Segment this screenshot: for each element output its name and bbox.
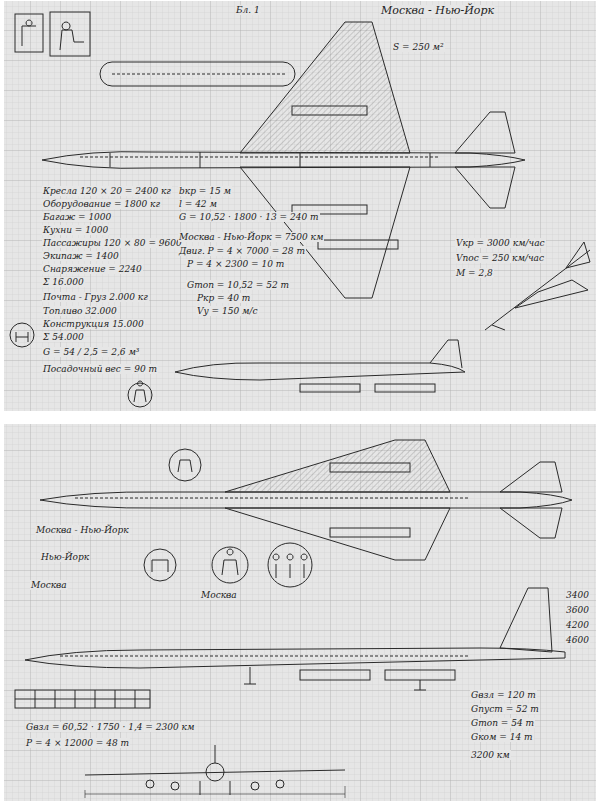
- note-text: l = 42 м: [178, 199, 218, 209]
- note-text: S = 250 м²: [392, 42, 445, 52]
- note-text: Gвзл = 120 т: [470, 690, 537, 700]
- sheet-title: Москва - Нью-Йорк: [380, 5, 495, 18]
- note-text: Vу = 150 м/с: [196, 306, 259, 316]
- note-text: Посадочный вес = 90 т: [42, 364, 158, 374]
- note-text: Нью-Йорк: [40, 552, 90, 562]
- note-text: Пассажиры 120 × 80 = 9600: [42, 238, 183, 248]
- note-text: G = 10,52 · 1800 · 13 = 240 т: [178, 212, 320, 222]
- note-text: P = 4 × 2300 = 10 т: [186, 259, 285, 269]
- note-text: Кресла 120 × 20 = 2400 кг: [42, 186, 172, 196]
- note-text: Москва: [200, 590, 238, 600]
- note-text: 4200: [565, 620, 590, 630]
- note-text: Экипаж = 1400: [42, 251, 120, 261]
- note-text: Кухни = 1000: [42, 225, 109, 235]
- note-text: Оборудование = 1800 кг: [42, 199, 161, 209]
- note-text: Vкр = 3000 км/час: [455, 238, 546, 248]
- note-text: Бл. 1: [235, 5, 261, 15]
- paper-panel: [4, 1, 596, 411]
- grid: [4, 1, 596, 411]
- note-text: Багаж = 1000: [42, 212, 112, 222]
- note-text: 3400: [565, 590, 590, 600]
- note-text: Снаряжение = 2240: [42, 264, 143, 274]
- note-text: Σ 54.000: [42, 332, 85, 342]
- note-text: Gтоп = 54 т: [470, 718, 535, 728]
- note-text: Gком = 14 т: [470, 732, 534, 742]
- note-text: Почта - Груз 2.000 кг: [42, 292, 149, 302]
- note-text: 3200 км: [470, 750, 511, 760]
- note-text: Σ 16.000: [42, 277, 85, 287]
- paper-panel: [4, 424, 596, 801]
- note-text: Москва - Нью-Йорк = 7500 км: [178, 232, 324, 242]
- note-text: Москва: [30, 580, 68, 590]
- note-text: Pкр = 40 т: [196, 293, 251, 303]
- note-text: Gвзл = 60,52 · 1750 · 1,4 = 2300 км: [25, 722, 195, 732]
- note-text: P = 4 × 12000 = 48 т: [25, 738, 130, 748]
- note-text: Конструкция 15.000: [42, 319, 145, 329]
- top-sketch: [10, 12, 590, 407]
- note-text: M = 2,8: [455, 268, 494, 278]
- note-text: 4600: [565, 635, 590, 645]
- grid: [4, 424, 596, 801]
- note-text: Vпос = 250 км/час: [455, 253, 545, 263]
- note-text: 3600: [565, 605, 590, 615]
- note-text: Москва - Нью-Йорк: [35, 525, 130, 535]
- note-text: Топливо 32.000: [42, 306, 118, 316]
- note-text: Двиг. P = 4 × 7000 = 28 т: [178, 246, 306, 256]
- note-text: Gпуст = 52 т: [470, 704, 540, 714]
- note-text: G = 54 / 2,5 = 2,6 м³: [42, 347, 140, 357]
- note-text: Gтоп = 10,52 = 52 т: [186, 280, 290, 290]
- bottom-sketch: [15, 440, 572, 798]
- note-text: bкр = 15 м: [178, 186, 232, 196]
